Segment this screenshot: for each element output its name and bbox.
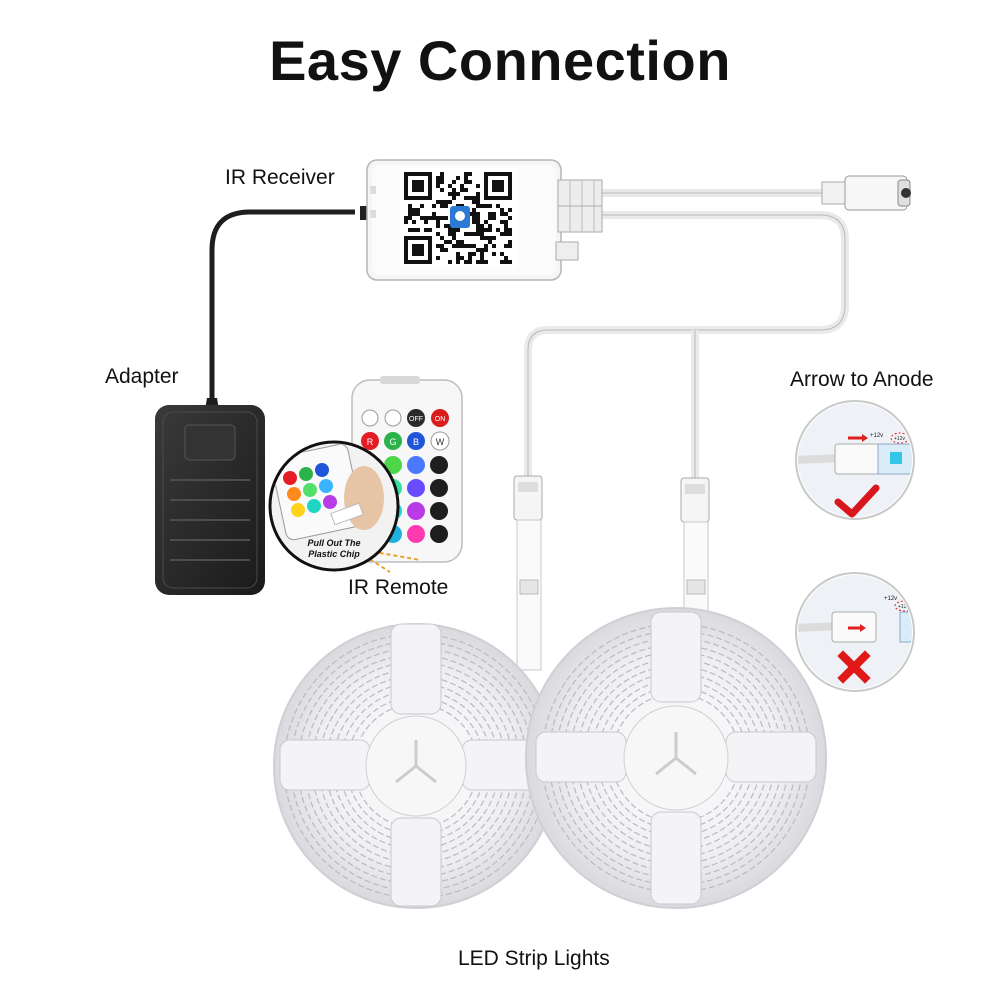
led-reel-left <box>273 623 559 909</box>
anode-correct-example: +12v +12v <box>795 400 915 520</box>
qr-code-icon <box>400 168 518 268</box>
adapter-label: Adapter <box>105 365 179 388</box>
chip-note-line1: Pull Out The <box>308 538 361 548</box>
page-title: Easy Connection <box>269 29 731 92</box>
adapter-cable <box>209 209 355 405</box>
anode-voltage-label-wrong: +12v <box>884 596 897 602</box>
pull-chip-inset: Pull Out The Plastic Chip <box>268 440 421 573</box>
power-adapter <box>155 398 265 595</box>
anode-voltage-label-correct: +12v <box>870 433 883 439</box>
remote-b-label: B <box>413 437 419 447</box>
arrow-to-anode-label: Arrow to Anode <box>790 368 934 391</box>
remote-on-label: ON <box>435 416 446 423</box>
anode-pad-label-correct: +12v <box>894 436 905 442</box>
chip-note-line2: Plastic Chip <box>308 549 360 559</box>
cross-mark-icon <box>837 650 871 684</box>
led-strip-lights-label: LED Strip Lights <box>458 947 610 970</box>
remote-off-label: OFF <box>409 416 423 423</box>
ir-receiver-label: IR Receiver <box>225 166 335 189</box>
remote-w-label: W <box>436 437 445 447</box>
remote-g-label: G <box>389 437 396 447</box>
ir-receiver-controller <box>360 159 603 281</box>
cables <box>209 189 849 480</box>
dc-plug-icon <box>821 175 911 211</box>
led-reel-right <box>525 607 827 909</box>
anode-wrong-example: +12v +12v <box>795 572 915 692</box>
check-mark-icon <box>834 484 880 518</box>
strip-connector-left <box>513 475 543 671</box>
remote-r-label: R <box>367 437 374 447</box>
ir-remote-label: IR Remote <box>348 576 449 599</box>
anode-pad-label-wrong: +12v <box>898 604 909 610</box>
